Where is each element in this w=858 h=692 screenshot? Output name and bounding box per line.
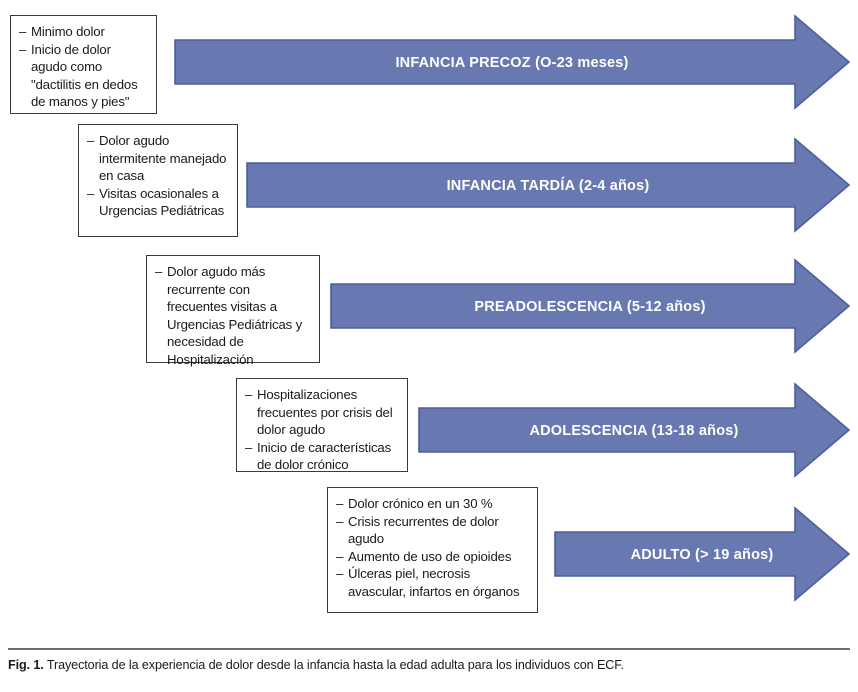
callout-bullet: Minimo dolor: [19, 23, 147, 41]
callout-bullet: Crisis recurrentes de dolor agudo: [336, 513, 528, 548]
callout-bullet: Dolor agudo más recurrente con frecuente…: [155, 263, 310, 369]
arrow-shape-icon: [418, 382, 851, 478]
callout-bullet: Visitas ocasionales a Urgencias Pediátri…: [87, 185, 228, 220]
callout-bullet: Aumento de uso de opioides: [336, 548, 528, 566]
callout-bullet: Dolor crónico en un 30 %: [336, 495, 528, 513]
arrow-shape-icon: [246, 137, 851, 233]
callout-adulto: Dolor crónico en un 30 % Crisis recurren…: [327, 487, 538, 613]
caption-divider: [8, 648, 850, 650]
callout-bullet: Hospitalizaciones frecuentes por crisis …: [245, 386, 398, 439]
figure-caption-text: Trayectoria de la experiencia de dolor d…: [46, 658, 624, 672]
arrow-shape-icon: [554, 506, 851, 602]
arrow-adulto: ADULTO (> 19 años): [554, 506, 851, 602]
arrow-infancia-tardia: INFANCIA TARDÍA (2-4 años): [246, 137, 851, 233]
arrow-preadolescencia: PREADOLESCENCIA (5-12 años): [330, 258, 851, 354]
callout-bullet: Inicio de características de dolor cróni…: [245, 439, 398, 474]
callout-bullet: Inicio de dolor agudo como "dactilitis e…: [19, 41, 147, 111]
callout-preadolescencia: Dolor agudo más recurrente con frecuente…: [146, 255, 320, 367]
figure-caption: Fig. 1. Trayectoria de la experiencia de…: [8, 657, 852, 673]
arrow-shape-icon: [174, 14, 851, 110]
callout-bullet: Úlceras piel, necrosis avascular, infart…: [336, 565, 528, 600]
arrow-infancia-precoz: INFANCIA PRECOZ (O-23 meses): [174, 14, 851, 110]
callout-adolescencia: Hospitalizaciones frecuentes por crisis …: [236, 378, 408, 472]
callout-infancia-tardia: Dolor agudo intermitente manejado en cas…: [78, 124, 238, 237]
arrow-shape-icon: [330, 258, 851, 354]
figure-caption-label: Fig. 1.: [8, 658, 44, 672]
arrow-adolescencia: ADOLESCENCIA (13-18 años): [418, 382, 851, 478]
callout-bullet: Dolor agudo intermitente manejado en cas…: [87, 132, 228, 185]
callout-infancia-precoz: Minimo dolor Inicio de dolor agudo como …: [10, 15, 157, 114]
